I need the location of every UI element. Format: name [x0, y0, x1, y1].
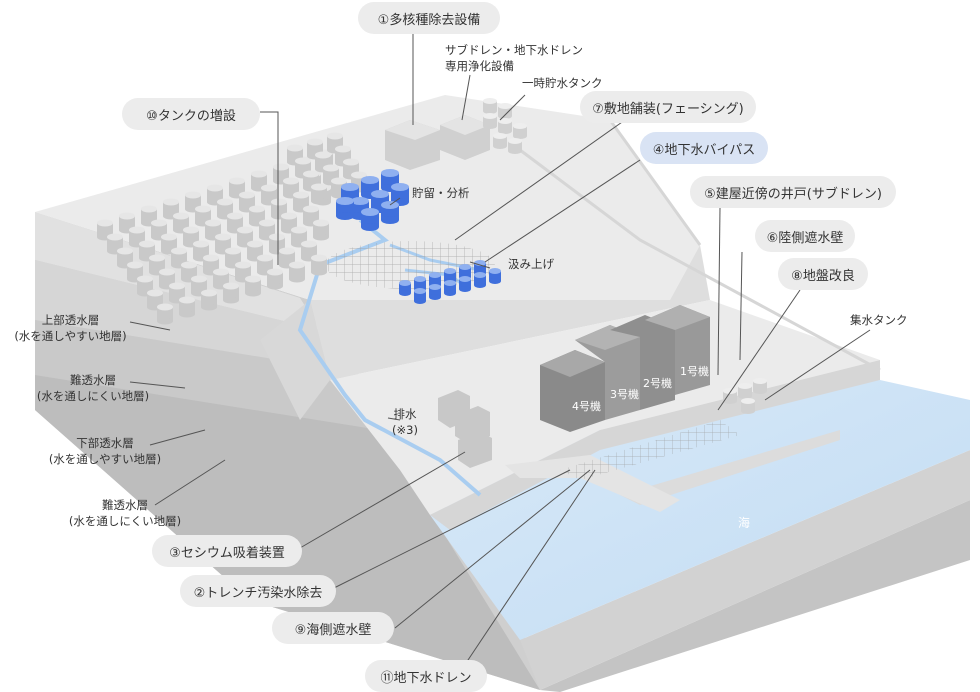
label-subdrain-line2: 専用浄化設備 — [445, 59, 514, 73]
reactor-buildings — [540, 305, 710, 432]
layer-upper-permeable: 上部透水層 (水を通しやすい地層) — [8, 312, 133, 344]
unit-4-label: 4号機 — [572, 400, 601, 413]
callout-landside-wall: ⑥陸側遮水壁 — [755, 220, 855, 252]
layer-desc: (水を通しやすい地層) — [48, 452, 162, 466]
layer-name: 難透水層 — [70, 373, 116, 387]
label-pumping: 汲み上げ — [508, 257, 554, 271]
callout-alps: ①多核種除去設備 — [358, 2, 500, 34]
unit-2-label: 2号機 — [643, 377, 672, 390]
layer-low-permeable-1: 難透水層 (水を通しにくい地層) — [28, 372, 158, 404]
callout-tank-expansion: ⑩タンクの増設 — [122, 98, 260, 130]
layer-lower-permeable: 下部透水層 (水を通しやすい地層) — [40, 435, 170, 467]
unit-3-label: 3号機 — [610, 388, 639, 401]
layer-desc: (水を通しにくい地層) — [68, 514, 182, 528]
label-drainage: 排水 (※3) — [392, 406, 418, 438]
site-roads — [519, 119, 881, 372]
label-collection-tank: 集水タンク — [850, 313, 908, 327]
callout-cesium-device: ③セシウム吸着装置 — [152, 535, 302, 567]
small-structures — [438, 390, 492, 468]
layer-name: 上部透水層 — [41, 313, 100, 327]
ground-improvement-area — [560, 420, 740, 480]
callout-ground-improvement: ⑧地盤改良 — [778, 258, 868, 290]
label-drainage-line2: (※3) — [392, 423, 418, 437]
unit-1-label: 1号機 — [680, 365, 709, 378]
breakwater — [505, 430, 840, 512]
layer-name: 下部透水層 — [76, 436, 134, 450]
layer-name: 難透水層 — [102, 498, 148, 512]
layer-desc: (水を通しやすい地層) — [14, 329, 127, 343]
sea-area — [430, 380, 970, 640]
label-drainage-line1: 排水 — [393, 407, 417, 421]
callout-subdrain: ⑤建屋近傍の井戸(サブドレン) — [690, 176, 896, 208]
layer-low-permeable-2: 難透水層 (水を通しにくい地層) — [60, 497, 190, 529]
label-subdrain-facility: サブドレン・地下水ドレン 専用浄化設備 — [445, 42, 583, 74]
callout-seaside-wall: ⑨海側遮水壁 — [272, 612, 394, 644]
label-temp-tank: 一時貯水タンク — [522, 76, 603, 90]
layer-desc: (水を通しにくい地層) — [36, 389, 150, 403]
callout-groundwater-bypass: ④地下水バイパス — [640, 132, 768, 164]
ground-layers — [35, 212, 970, 692]
leader-lines — [129, 32, 871, 673]
purification-facilities — [385, 98, 527, 170]
label-subdrain-line1: サブドレン・地下水ドレン — [445, 43, 583, 57]
callout-trench-removal: ②トレンチ汚染水除去 — [180, 575, 336, 607]
callout-paving: ⑦敷地舗装(フェーシング) — [580, 91, 756, 123]
label-sea: 海 — [738, 516, 751, 530]
callout-groundwater-drain: ⑪地下水ドレン — [365, 660, 487, 692]
label-storage: 貯留・分析 — [412, 186, 470, 200]
